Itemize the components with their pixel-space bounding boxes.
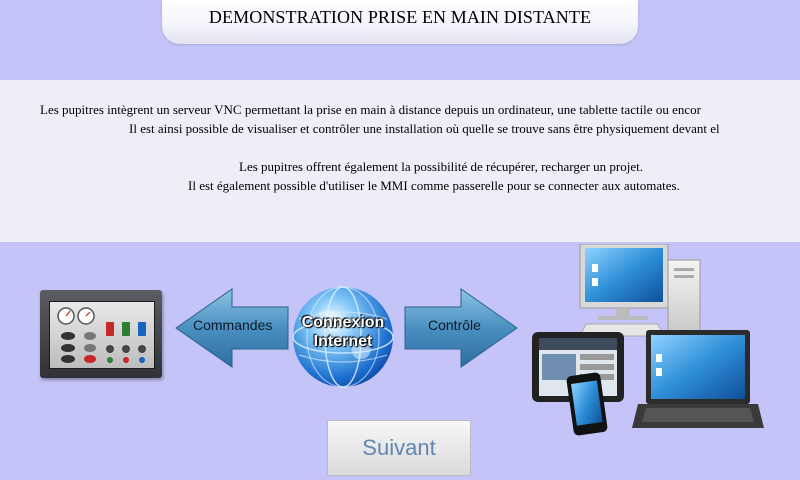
info-panel: Les pupitres intègrent un serveur VNC pe… bbox=[0, 80, 800, 242]
title-banner: DEMONSTRATION PRISE EN MAIN DISTANTE bbox=[162, 0, 638, 44]
info-line-3: Les pupitres offrent également la possib… bbox=[239, 159, 644, 174]
left-arrow-icon bbox=[175, 288, 289, 368]
hmi-gauges-icon bbox=[57, 307, 146, 363]
commandes-label: Commandes bbox=[193, 317, 273, 333]
info-line-1: Les pupitres intègrent un serveur VNC pe… bbox=[40, 102, 701, 117]
page-title: DEMONSTRATION PRISE EN MAIN DISTANTE bbox=[208, 7, 592, 27]
next-button[interactable]: Suivant bbox=[327, 420, 471, 476]
info-line-2: Il est ainsi possible de visualiser et c… bbox=[129, 121, 720, 136]
tablet-icon bbox=[532, 332, 624, 402]
right-arrow-icon bbox=[404, 288, 518, 368]
globe-label-line-2: Internet bbox=[313, 333, 373, 350]
hmi-screen bbox=[49, 301, 155, 369]
desktop-tower-icon bbox=[667, 259, 701, 335]
desktop-monitor-icon bbox=[579, 244, 669, 337]
laptop-icon bbox=[632, 330, 764, 428]
globe-icon bbox=[292, 286, 394, 388]
hmi-panel-image bbox=[40, 290, 162, 378]
devices-image bbox=[532, 244, 764, 436]
globe-label-line-1: Connexion bbox=[301, 314, 385, 331]
controle-label: Contrôle bbox=[428, 317, 481, 333]
globe-label: Connexion Internet bbox=[289, 313, 397, 351]
phone-icon bbox=[566, 372, 608, 436]
info-line-4: Il est également possible d'utiliser le … bbox=[188, 178, 680, 193]
